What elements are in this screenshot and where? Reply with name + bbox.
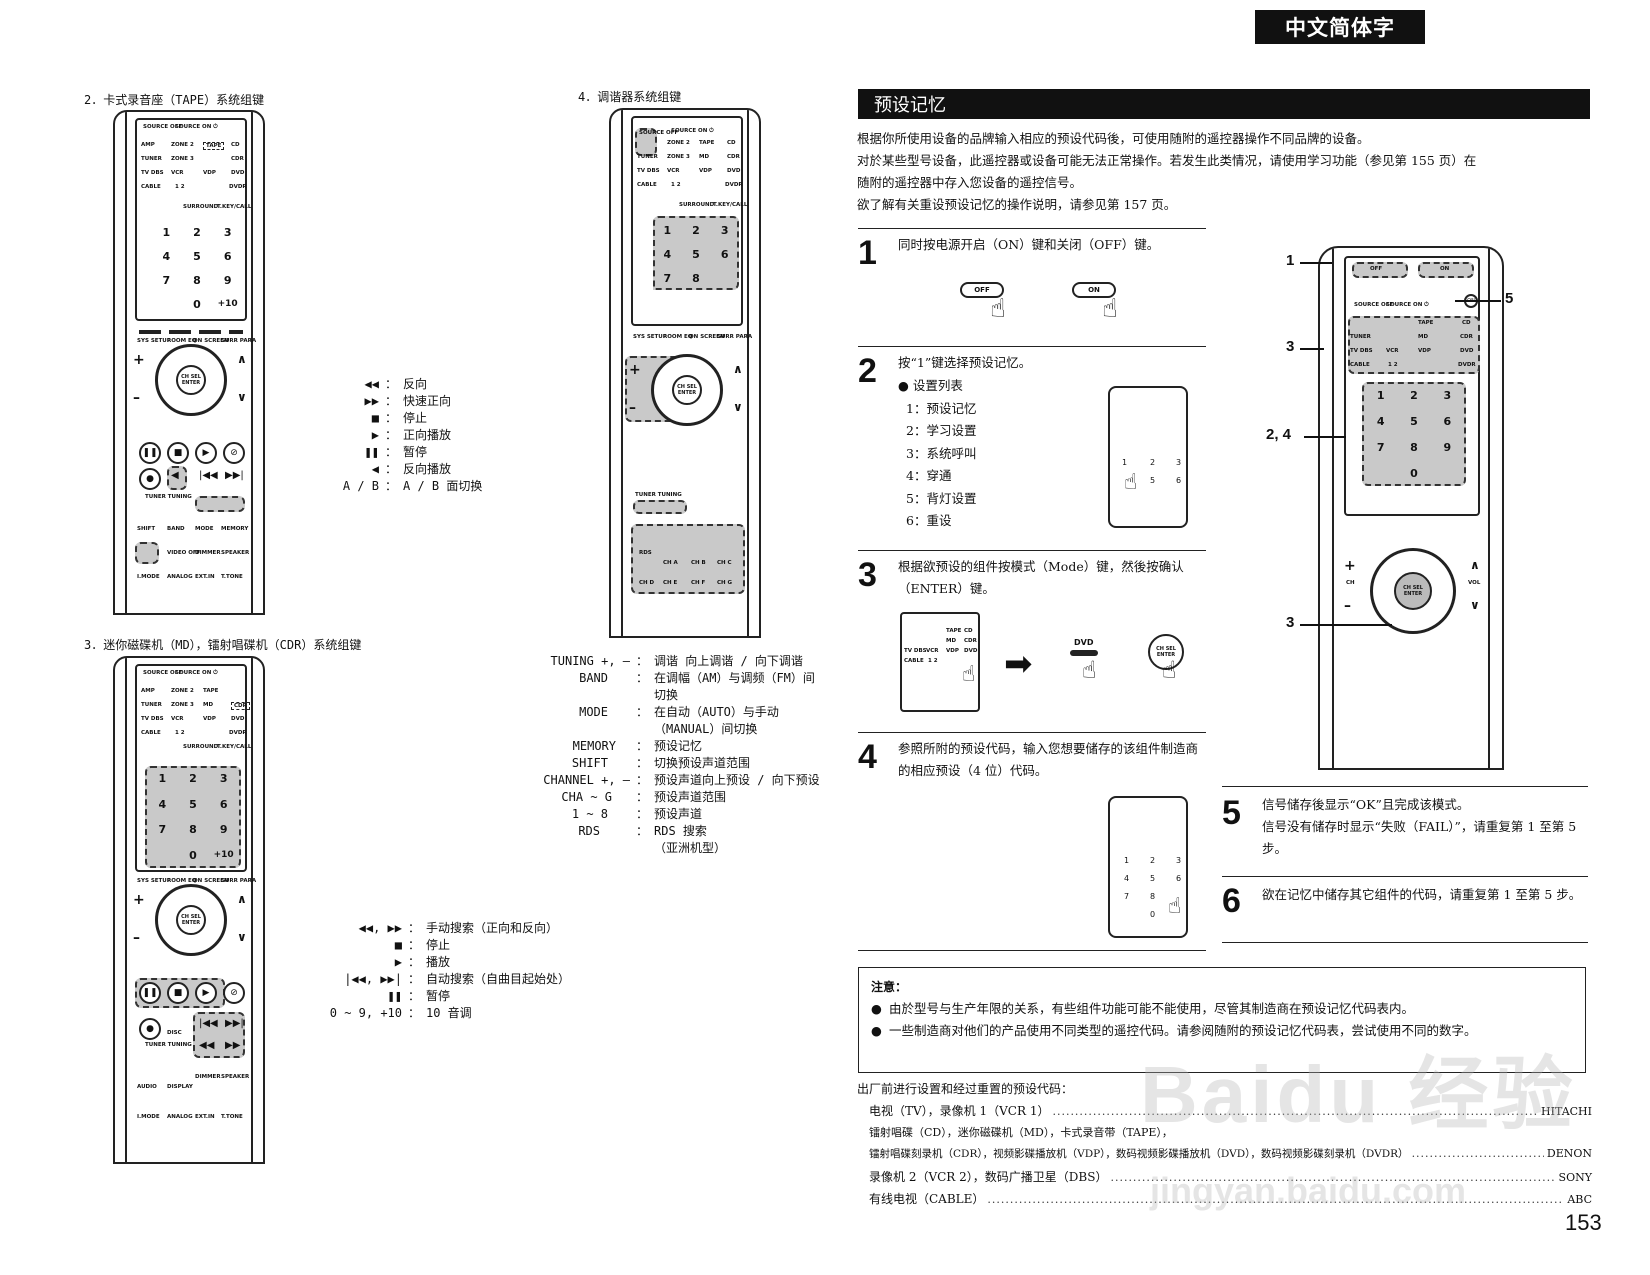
- hand-icon: ☝: [1124, 470, 1138, 495]
- tape-legend: ◀◀：反向 ▶▶：快速正向 ■：停止 ▶：正向播放 ❚❚：暂停 ◀：反向播放 A…: [342, 377, 483, 493]
- step-3-number: 3: [858, 556, 877, 594]
- step-6-number: 6: [1222, 882, 1241, 920]
- callout-1: 1: [1286, 252, 1295, 269]
- step-4-text: 参照所附的预设代码，输入您想要储存的该组件制造商的相应预设（4 位）代码。: [898, 741, 1199, 778]
- md-legend: ◀◀, ▶▶：手动搜索（正向和反向） ■：停止 ▶：播放 |◀◀, ▶▶|：自动…: [329, 921, 571, 1020]
- callout-3-top: 3: [1286, 338, 1295, 355]
- hand-icon: ☝: [1168, 894, 1182, 919]
- language-tab: 中文简体字: [1255, 10, 1425, 44]
- callout-2-4: 2, 4: [1266, 426, 1292, 443]
- section-3-title: 3．迷你磁碟机（MD），镭射唱碟机（CDR）系统组键: [84, 638, 362, 652]
- callout-5: 5: [1505, 290, 1514, 307]
- step-3-text: 根据欲预设的组件按模式（Mode）键，然後按确认（ENTER）键。: [898, 559, 1184, 596]
- arrow-right-icon: ➡: [1004, 644, 1033, 684]
- step-2-number: 2: [858, 352, 877, 390]
- factory-preset-codes: 出厂前进行设置和经过重置的预设代码： 电视（TV），录像机 1（VCR 1）..…: [857, 1082, 1592, 1206]
- note-box: 注意： ●由於型号与生产年限的关系，有些组件功能可能不能使用，尽管其制造商在预设…: [858, 967, 1586, 1073]
- callout-3-bottom: 3: [1286, 614, 1295, 631]
- hand-icon: ☝: [1162, 656, 1177, 684]
- section-title-bar: 预设记忆: [858, 89, 1590, 119]
- baidu-watermark: Baidu 经验: [1140, 1050, 1577, 1139]
- intro-text: 根据你所使用设备的品牌输入相应的预设代码後，可使用随附的遥控器操作不同品牌的设备…: [857, 131, 1477, 212]
- step-1-text: 同时按电源开启（ON）键和关闭（OFF）键。: [898, 237, 1160, 252]
- tuner-legend: TUNING +, –：调谐 向上调谐 / 向下调谐 BAND：在调幅（AM）与…: [543, 654, 820, 855]
- section-4-title: 4．调谐器系统组键: [578, 90, 682, 104]
- on-key: ON: [1072, 282, 1116, 298]
- setup-menu-list: ● 设置列表 1：预设记忆 2：学习设置 3：系统呼叫 4：穿通 5：背灯设置 …: [898, 378, 977, 528]
- step-6-text: 欲在记忆中储存其它组件的代码，请重复第 1 至第 5 步。: [1262, 887, 1582, 902]
- hand-icon: ☝: [1102, 294, 1118, 324]
- step-5-number: 5: [1222, 794, 1241, 832]
- page-number: 153: [1565, 1210, 1602, 1235]
- off-key: OFF: [960, 282, 1004, 298]
- hand-icon: ☝: [1082, 656, 1097, 684]
- step-4-number: 4: [858, 738, 877, 776]
- step-5-text: 信号储存後显示“OK”且完成该模式。 信号没有储存时显示“失败（FAIL）”，请…: [1262, 797, 1577, 856]
- hand-icon: ☝: [990, 294, 1006, 324]
- step-2-text: 按“1”键选择预设记忆。: [898, 355, 1032, 370]
- baidu-watermark-url: jingyan.baidu.com: [1150, 1170, 1467, 1211]
- section-2-title: 2．卡式录音座（TAPE）系统组键: [84, 93, 265, 107]
- step-1-number: 1: [858, 234, 877, 272]
